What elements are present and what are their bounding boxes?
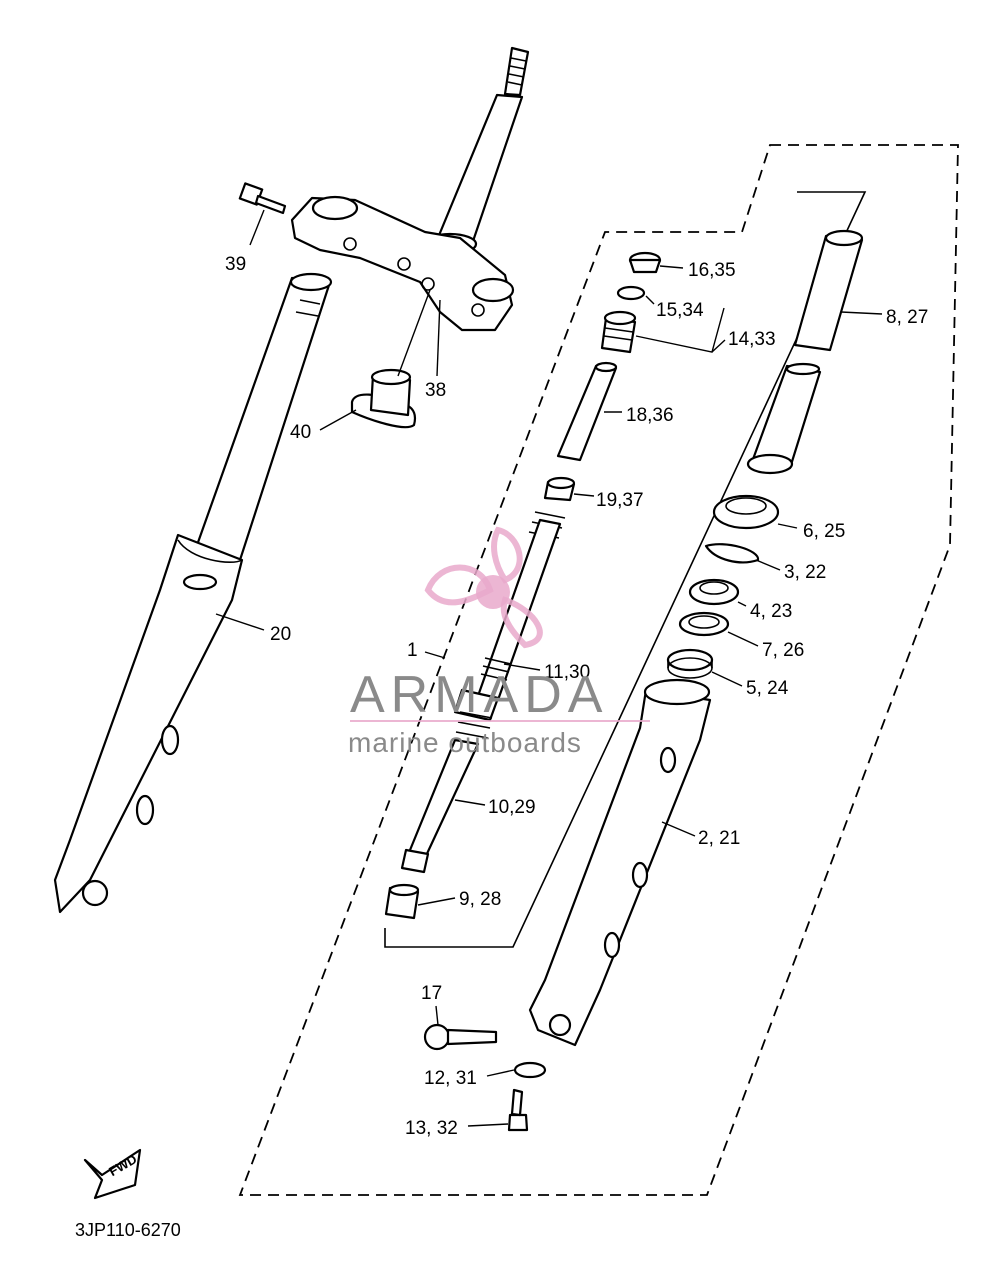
oil-lock-9 [384, 883, 420, 920]
damper-rod-10 [400, 688, 500, 874]
callout-11-30: 11,30 [544, 662, 590, 683]
inner-tube-lower [746, 362, 822, 475]
armada-watermark: ARMADA marine outboards [348, 526, 650, 758]
callout-labels: 16,35 15,34 14,33 8, 27 18,36 19,37 6, 2… [225, 254, 928, 1139]
fwd-arrow-icon: FWD [83, 1148, 142, 1200]
callout-3-22: 3, 22 [784, 562, 826, 583]
callout-15-34: 15,34 [656, 300, 704, 321]
dust-seal-6 [712, 494, 780, 530]
callout-39: 39 [225, 254, 246, 275]
callout-12-31: 12, 31 [424, 1068, 477, 1089]
leader-lines [215, 209, 883, 1127]
adjuster-14 [600, 310, 637, 354]
bolt-17 [423, 1023, 498, 1051]
callout-8-27: 8, 27 [886, 307, 928, 328]
callout-10-29: 10,29 [488, 797, 536, 818]
spacer-18 [556, 361, 618, 462]
inner-tube-8 [793, 229, 864, 352]
callout-2-21: 2, 21 [698, 828, 740, 849]
callout-38: 38 [425, 380, 446, 401]
watermark-title: ARMADA [350, 666, 608, 724]
oring-15 [616, 285, 646, 301]
watermark-subtitle: marine outboards [348, 727, 582, 758]
callout-9-28: 9, 28 [459, 889, 501, 910]
callout-40: 40 [290, 422, 311, 443]
clip-3 [704, 543, 760, 564]
collar-19 [543, 476, 576, 502]
lower-bracket [290, 195, 515, 332]
guide-bush-5 [666, 648, 714, 679]
callout-18-36: 18,36 [626, 405, 674, 426]
diagram-code: 3JP110-6270 [75, 1220, 181, 1240]
callout-6-25: 6, 25 [803, 521, 845, 542]
callout-19-37: 19,37 [596, 490, 644, 511]
callout-16-35: 16,35 [688, 260, 736, 281]
callout-4-23: 4, 23 [750, 601, 792, 622]
part-40-bearing [350, 368, 417, 429]
left-fork-assembly [53, 272, 333, 914]
propeller-logo-icon [424, 526, 543, 649]
watermark-rule [350, 720, 650, 722]
steering-stem [422, 46, 530, 256]
assembly-boundary [238, 144, 959, 1196]
callout-17: 17 [421, 983, 442, 1004]
callout-7-26: 7, 26 [762, 640, 804, 661]
internals-boundary [384, 191, 867, 948]
callout-13-32: 13, 32 [405, 1118, 458, 1139]
washer-7 [678, 611, 730, 637]
bolt-39 [238, 182, 287, 215]
screw-13 [507, 1088, 529, 1132]
outer-tube-2 [528, 678, 712, 1047]
washer-12 [513, 1061, 547, 1079]
callout-14-33: 14,33 [728, 329, 776, 350]
cap-16 [628, 251, 662, 274]
callout-1: 1 [407, 640, 418, 661]
callout-5-24: 5, 24 [746, 678, 789, 699]
callout-20: 20 [270, 624, 291, 645]
oil-seal-4 [688, 578, 740, 606]
